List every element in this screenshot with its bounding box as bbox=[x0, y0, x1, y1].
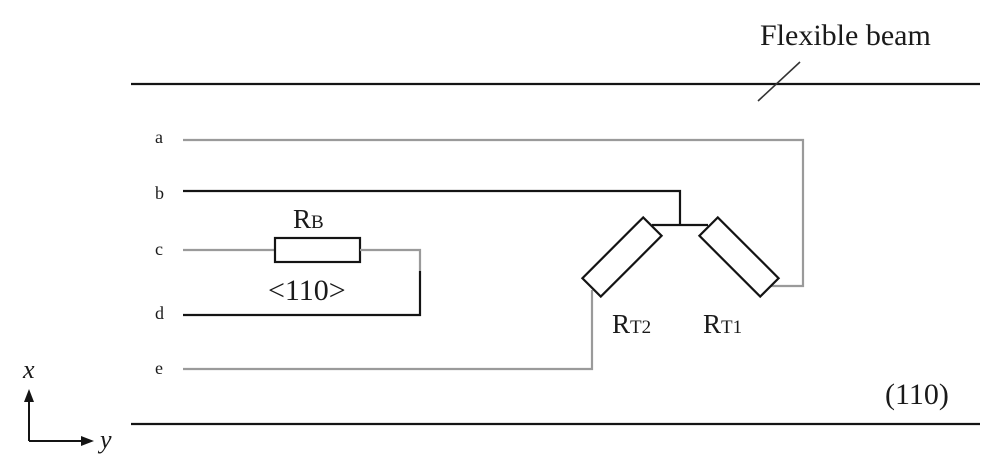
wire-a bbox=[183, 138, 805, 288]
rb-label: RB bbox=[293, 204, 324, 234]
terminal-b-label: b bbox=[155, 183, 164, 203]
rb-orientation-label: <110> bbox=[268, 274, 346, 307]
resistor-rb bbox=[273, 236, 362, 264]
terminal-d-label: d bbox=[155, 303, 164, 323]
x-axis-label: x bbox=[22, 355, 35, 384]
rt2-label: RT2 bbox=[612, 309, 651, 339]
wire-e bbox=[183, 290, 594, 371]
plane-label: (110) bbox=[885, 378, 949, 411]
rt1-label: RT1 bbox=[703, 309, 742, 339]
beam-label: Flexible beam bbox=[760, 19, 931, 52]
beam-leader-line bbox=[757, 61, 801, 102]
wire-c-right bbox=[360, 248, 422, 271]
terminal-a-label: a bbox=[155, 127, 163, 147]
terminal-c-label: c bbox=[155, 239, 163, 259]
resistor-rt2 bbox=[580, 215, 664, 299]
x-axis-arrowhead bbox=[24, 389, 34, 402]
axis-indicator: x y bbox=[22, 355, 112, 454]
wire-d bbox=[183, 271, 422, 317]
resistor-rt1 bbox=[697, 215, 781, 299]
y-axis-arrowhead bbox=[81, 436, 94, 446]
wire-b bbox=[183, 189, 682, 225]
terminal-e-label: e bbox=[155, 358, 163, 378]
y-axis-label: y bbox=[97, 425, 112, 454]
